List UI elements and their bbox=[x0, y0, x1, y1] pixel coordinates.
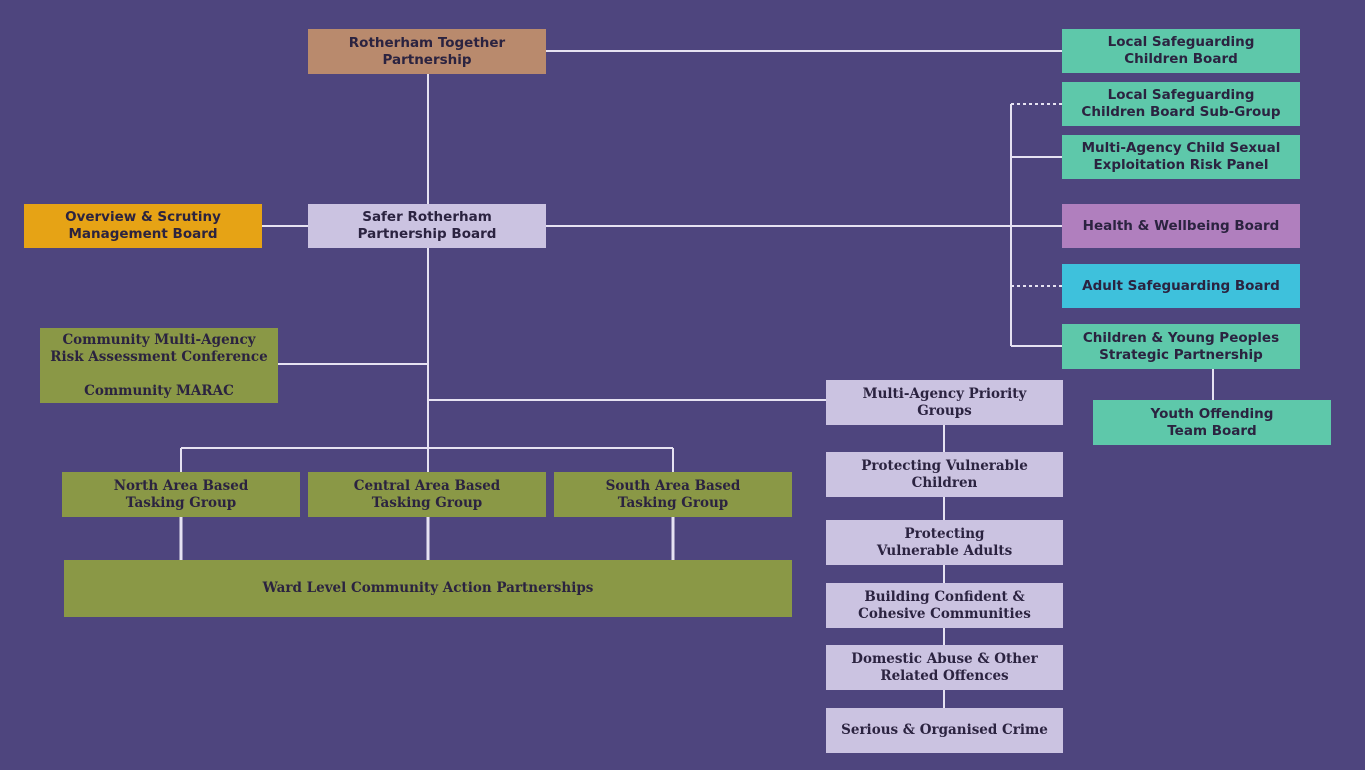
domestic-abuse-label: Domestic Abuse & Other Related Offences bbox=[851, 650, 1038, 684]
community-marac-label: Community Multi-Agency Risk Assessment C… bbox=[50, 331, 268, 399]
rotherham-together-partnership-label: Rotherham Together Partnership bbox=[348, 34, 506, 68]
multi-agency-priority-groups-label: Multi-Agency Priority Groups bbox=[862, 385, 1027, 419]
lscb-box: Local Safeguarding Children Board bbox=[1062, 29, 1300, 73]
protecting-vulnerable-children-label: Protecting Vulnerable Children bbox=[861, 457, 1028, 491]
serious-organised-crime-box: Serious & Organised Crime bbox=[826, 708, 1063, 753]
south-tasking-group-box: South Area Based Tasking Group bbox=[554, 472, 792, 517]
safer-rotherham-partnership-board-box: Safer Rotherham Partnership Board bbox=[308, 204, 546, 248]
lscb-sub-group-label: Local Safeguarding Children Board Sub-Gr… bbox=[1081, 87, 1281, 120]
cse-risk-panel-box: Multi-Agency Child Sexual Exploitation R… bbox=[1062, 135, 1300, 179]
health-wellbeing-board-label: Health & Wellbeing Board bbox=[1082, 217, 1280, 234]
serious-organised-crime-label: Serious & Organised Crime bbox=[841, 722, 1048, 738]
cohesive-communities-box: Building Confident & Cohesive Communitie… bbox=[826, 583, 1063, 628]
ward-level-partnerships-box: Ward Level Community Action Partnerships bbox=[64, 560, 792, 617]
community-marac-box: Community Multi-Agency Risk Assessment C… bbox=[40, 328, 278, 403]
central-tasking-group-box: Central Area Based Tasking Group bbox=[308, 472, 546, 517]
children-young-peoples-partnership-label: Children & Young Peoples Strategic Partn… bbox=[1082, 329, 1280, 363]
adult-safeguarding-board-label: Adult Safeguarding Board bbox=[1082, 277, 1280, 294]
ward-level-partnerships-label: Ward Level Community Action Partnerships bbox=[262, 580, 594, 596]
youth-offending-team-board-label: Youth Offending Team Board bbox=[1150, 405, 1274, 439]
lscb-sub-group-box: Local Safeguarding Children Board Sub-Gr… bbox=[1062, 82, 1300, 126]
cse-risk-panel-label: Multi-Agency Child Sexual Exploitation R… bbox=[1081, 140, 1281, 173]
multi-agency-priority-groups-box: Multi-Agency Priority Groups bbox=[826, 380, 1063, 425]
domestic-abuse-box: Domestic Abuse & Other Related Offences bbox=[826, 645, 1063, 690]
protecting-vulnerable-children-box: Protecting Vulnerable Children bbox=[826, 452, 1063, 497]
adult-safeguarding-board-box: Adult Safeguarding Board bbox=[1062, 264, 1300, 308]
south-tasking-group-label: South Area Based Tasking Group bbox=[605, 477, 741, 511]
lscb-label: Local Safeguarding Children Board bbox=[1107, 34, 1255, 67]
safer-rotherham-partnership-board-label: Safer Rotherham Partnership Board bbox=[357, 209, 497, 242]
protecting-vulnerable-adults-box: Protecting Vulnerable Adults bbox=[826, 520, 1063, 565]
youth-offending-team-board-box: Youth Offending Team Board bbox=[1093, 400, 1331, 445]
health-wellbeing-board-box: Health & Wellbeing Board bbox=[1062, 204, 1300, 248]
central-tasking-group-label: Central Area Based Tasking Group bbox=[353, 477, 501, 511]
overview-scrutiny-board-box: Overview & Scrutiny Management Board bbox=[24, 204, 262, 248]
protecting-vulnerable-adults-label: Protecting Vulnerable Adults bbox=[876, 525, 1013, 559]
north-tasking-group-box: North Area Based Tasking Group bbox=[62, 472, 300, 517]
children-young-peoples-partnership-box: Children & Young Peoples Strategic Partn… bbox=[1062, 324, 1300, 369]
rotherham-together-partnership-box: Rotherham Together Partnership bbox=[308, 29, 546, 74]
north-tasking-group-label: North Area Based Tasking Group bbox=[113, 477, 249, 511]
cohesive-communities-label: Building Confident & Cohesive Communitie… bbox=[858, 588, 1031, 622]
overview-scrutiny-board-label: Overview & Scrutiny Management Board bbox=[65, 209, 221, 242]
